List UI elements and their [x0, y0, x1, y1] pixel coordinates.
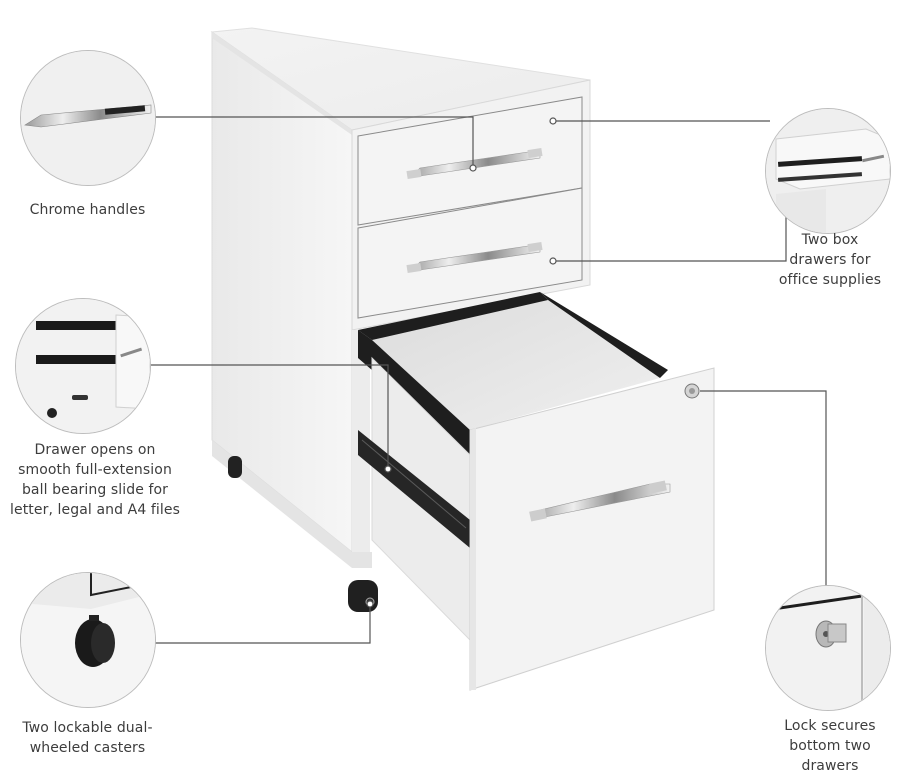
middle-box-drawer	[357, 187, 583, 319]
caster-wheel-icon	[21, 573, 155, 707]
box-drawers-detail-circle	[765, 108, 891, 234]
chrome-handle-icon	[21, 51, 155, 185]
drawer-slide-icon	[16, 299, 150, 433]
lock-label: Lock secures bottom two drawers	[760, 716, 900, 776]
chrome-handles-detail-circle	[20, 50, 156, 186]
lock-detail-circle	[765, 585, 891, 711]
box-drawers-label-line-2: drawers for	[789, 252, 871, 268]
box-drawers-label-line-1: Two box	[801, 232, 859, 248]
box-drawer-icon	[766, 109, 890, 233]
connector-box-drawers-bottom	[553, 205, 787, 262]
connector-casters	[153, 606, 371, 644]
lock-icon	[766, 586, 890, 710]
connector-full-extension	[148, 364, 389, 468]
lock-label-line-3: drawers	[801, 758, 859, 774]
connector-lines	[148, 116, 827, 644]
full-extension-label-line-2: smooth full-extension	[18, 462, 172, 478]
file-drawer-open	[358, 292, 715, 691]
box-drawers-label-line-3: office supplies	[778, 272, 882, 288]
chrome-handles-label: Chrome handles	[29, 202, 146, 218]
casters-detail-circle	[20, 572, 156, 708]
full-extension-label: Drawer opens on smooth full-extension ba…	[0, 440, 190, 520]
box-drawers-label: Two box drawers for office supplies	[760, 230, 900, 290]
full-extension-detail-circle	[15, 298, 151, 434]
lock-label-line-2: bottom two	[789, 738, 871, 754]
casters-label: Two lockable dual- wheeled casters	[0, 718, 175, 758]
casters-label-line-1: Two lockable dual-	[22, 720, 153, 736]
connector-lock	[700, 390, 827, 588]
lock-label-line-1: Lock secures	[784, 718, 876, 734]
casters-label-line-2: wheeled casters	[29, 740, 146, 756]
full-extension-label-line-3: ball bearing slide for	[21, 482, 169, 498]
full-extension-label-line-1: Drawer opens on	[34, 442, 156, 458]
full-extension-label-line-4: letter, legal and A4 files	[10, 502, 180, 518]
connector-chrome-handles	[153, 116, 474, 167]
